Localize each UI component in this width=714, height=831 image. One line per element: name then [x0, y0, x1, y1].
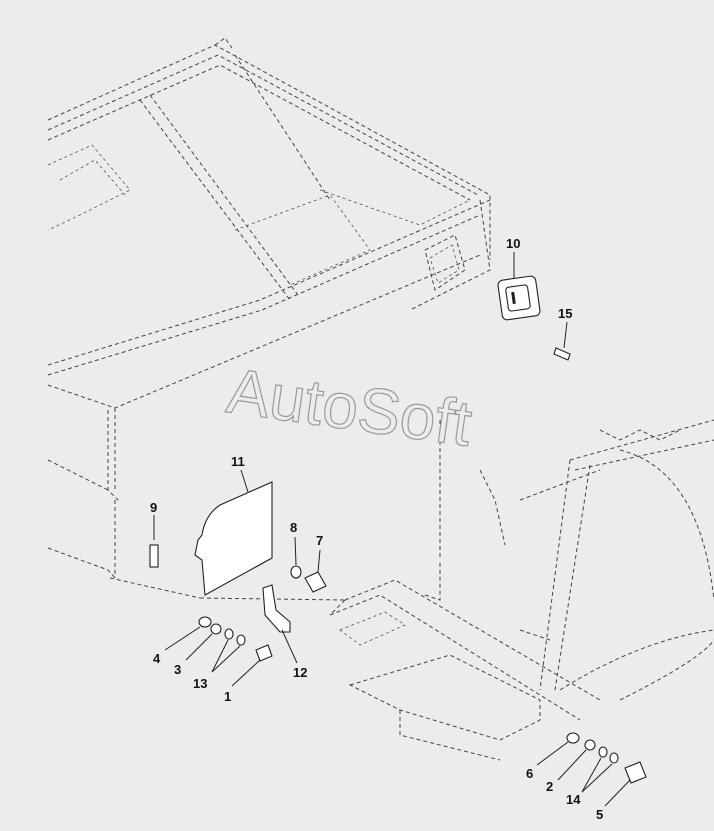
grommet-part-10	[497, 252, 541, 321]
screw-part-15	[553, 321, 571, 361]
callout-3: 3	[174, 662, 181, 677]
watermark-text: AutoSoft	[223, 354, 476, 459]
callout-13: 13	[193, 676, 207, 691]
fastener-group-left	[164, 616, 273, 687]
bolt-part-7	[304, 549, 327, 593]
callout-12: 12	[293, 665, 307, 680]
callout-4: 4	[153, 651, 161, 666]
angle-bracket-part-12	[262, 584, 298, 664]
callout-15: 15	[558, 306, 572, 321]
callouts: 1 2 3 4 5 6 7 8 9 10 11 12 13 14 15	[150, 236, 603, 822]
fastener-group-right	[536, 732, 647, 807]
callout-9: 9	[150, 500, 157, 515]
washer-part-8	[290, 536, 302, 579]
callout-2: 2	[546, 779, 553, 794]
callout-7: 7	[316, 533, 323, 548]
callout-8: 8	[290, 520, 297, 535]
bracket-part-9	[149, 515, 159, 568]
callout-1: 1	[224, 689, 231, 704]
callout-5: 5	[596, 807, 603, 822]
cover-plate-part-11	[194, 469, 273, 596]
callout-11: 11	[231, 454, 245, 469]
callout-14: 14	[566, 792, 581, 807]
callout-6: 6	[526, 766, 533, 781]
callout-10: 10	[506, 236, 520, 251]
frame-structure	[47, 37, 714, 761]
